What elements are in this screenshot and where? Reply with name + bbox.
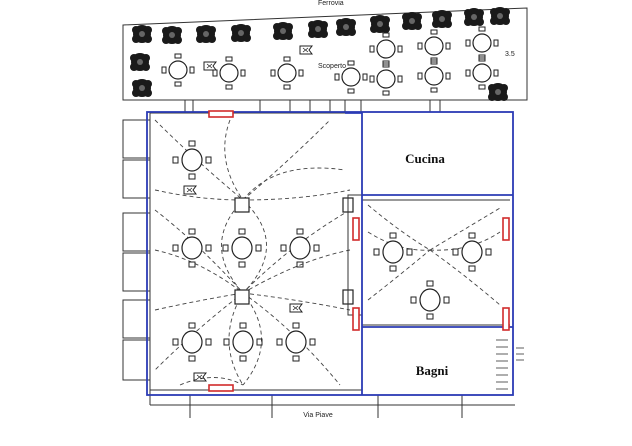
bottom-street-label: Via Piave xyxy=(303,412,333,419)
table-icon xyxy=(465,26,499,60)
table-icon xyxy=(172,322,212,362)
exit-sign-icon xyxy=(183,185,197,195)
table-icon xyxy=(452,232,492,272)
table-icon xyxy=(276,322,316,362)
left-alcoves xyxy=(122,119,151,381)
table-icon xyxy=(172,228,212,268)
tree-icon xyxy=(273,22,293,40)
kitchen-label: Cucina xyxy=(405,151,445,166)
tree-row xyxy=(130,7,510,101)
table-icon xyxy=(410,280,450,320)
bathrooms-label: Bagni xyxy=(416,363,449,378)
exit-sign-icon xyxy=(299,45,313,55)
outdoor-label: Scoperto xyxy=(318,63,346,70)
tree-icon xyxy=(231,24,251,42)
window-markers xyxy=(208,110,510,392)
tree-icon xyxy=(130,53,150,71)
table-icon xyxy=(161,53,195,87)
table-icon xyxy=(270,56,304,90)
table-icon xyxy=(369,62,403,96)
side-dimension-mark: 3.5 xyxy=(505,51,515,58)
window-marker xyxy=(352,307,360,331)
top-street-label: Ferrovia xyxy=(318,0,344,7)
stairs-icon xyxy=(516,347,524,361)
table-icon xyxy=(280,228,320,268)
table-icon xyxy=(222,228,262,268)
table-icon xyxy=(417,29,451,63)
window-marker xyxy=(208,110,234,118)
table-icon xyxy=(369,32,403,66)
outdoor-area: Ferrovia Scoperto 3.5 xyxy=(122,0,528,113)
tree-icon xyxy=(402,12,422,30)
room-tables xyxy=(373,232,492,320)
table-icon xyxy=(172,140,212,180)
tree-icon xyxy=(336,18,356,36)
tree-icon xyxy=(488,83,508,101)
stairs-icon xyxy=(496,339,508,390)
table-icon xyxy=(417,59,451,93)
tree-icon xyxy=(162,26,182,44)
perimeter-outline xyxy=(146,111,514,396)
indoor-floor: Cucina Bagni Via Piave xyxy=(122,112,524,419)
hall-tables xyxy=(172,140,320,362)
exit-sign-icon xyxy=(203,61,217,71)
window-marker xyxy=(502,307,510,331)
window-marker xyxy=(502,217,510,241)
table-icon xyxy=(373,232,413,272)
tree-icon xyxy=(370,15,390,33)
tree-icon xyxy=(432,10,452,28)
tree-icon xyxy=(490,7,510,25)
tree-icon xyxy=(464,8,484,26)
tree-icon xyxy=(196,25,216,43)
tree-icon xyxy=(132,25,152,43)
table-icon xyxy=(212,56,246,90)
window-marker xyxy=(208,384,234,392)
window-marker xyxy=(352,217,360,241)
tree-icon xyxy=(132,79,152,97)
tree-icon xyxy=(308,20,328,38)
exit-sign-icon xyxy=(289,303,303,313)
